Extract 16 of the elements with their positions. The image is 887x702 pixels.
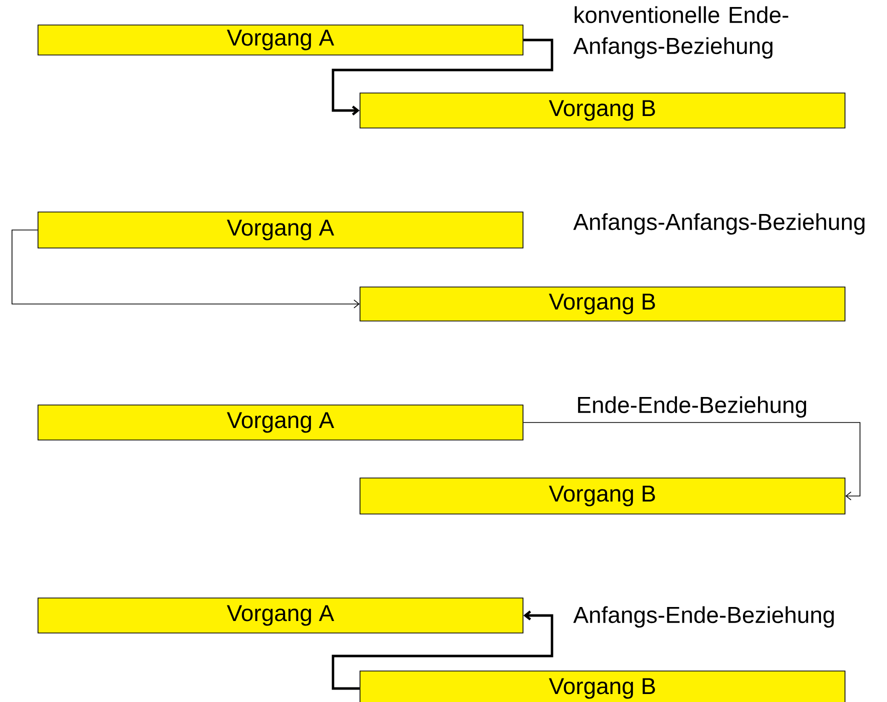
relation-label: Anfangs-Ende-Beziehung <box>573 606 834 628</box>
process-box: Vorgang B <box>360 92 846 128</box>
process-box: Vorgang A <box>38 404 524 440</box>
process-box: Vorgang B <box>360 478 846 514</box>
process-box: Vorgang A <box>38 212 524 248</box>
arrow <box>12 230 360 308</box>
arrow <box>332 38 554 116</box>
process-box: Vorgang A <box>38 598 524 634</box>
relation-label: konventionelle Ende-Anfangs-Beziehung <box>573 6 788 59</box>
process-box: Vorgang B <box>360 286 846 322</box>
relation-label: Ende-Ende-Beziehung <box>578 396 806 418</box>
process-box: Vorgang B <box>360 670 846 702</box>
relation-label: Anfangs-Anfangs-Beziehung <box>573 213 864 235</box>
arrow <box>332 610 554 690</box>
arrow <box>523 422 860 500</box>
process-box: Vorgang A <box>38 24 524 56</box>
